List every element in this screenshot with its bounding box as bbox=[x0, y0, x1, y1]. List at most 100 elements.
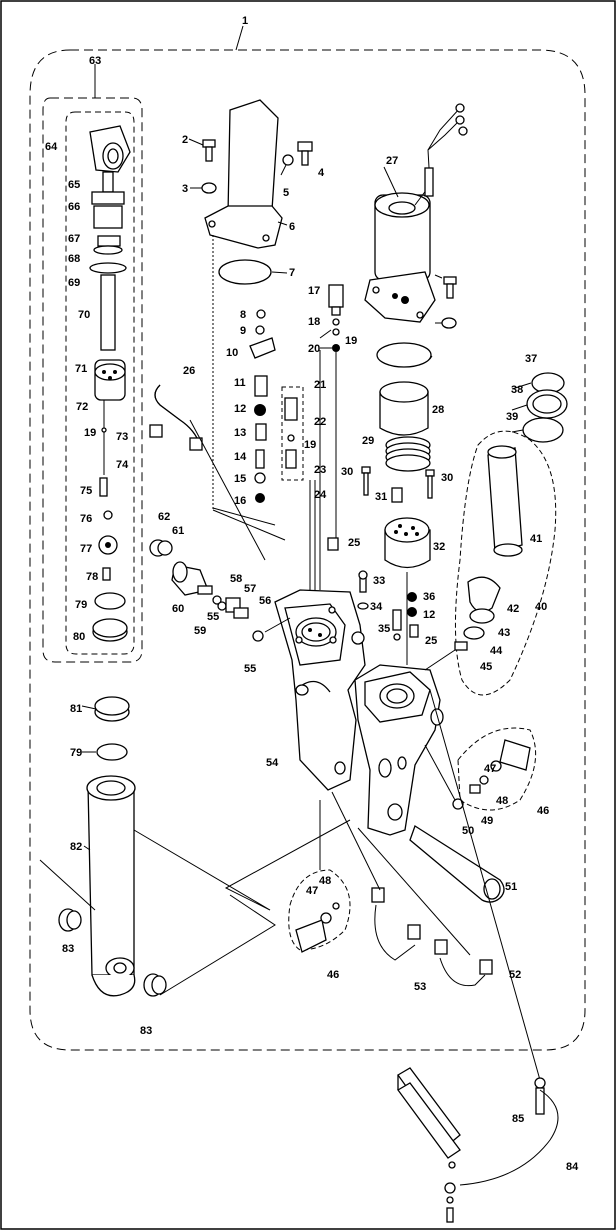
subgroup-boundary bbox=[42, 97, 143, 663]
reservoir-cover bbox=[227, 99, 279, 215]
callout-label: 13 bbox=[234, 427, 246, 439]
callout-label: 23 bbox=[314, 464, 326, 476]
callout-label: 46 bbox=[537, 805, 549, 817]
callout-label: 52 bbox=[509, 969, 521, 981]
callout-label: 3 bbox=[182, 183, 188, 195]
callout-label: 6 bbox=[289, 221, 295, 233]
callout-label: 77 bbox=[80, 543, 92, 555]
callout-label: 65 bbox=[68, 179, 80, 191]
callout-label: 25 bbox=[348, 537, 360, 549]
callout-label: 80 bbox=[73, 631, 85, 643]
callout-label: 64 bbox=[45, 141, 58, 153]
callout-label: 56 bbox=[259, 595, 271, 607]
callout-label: 75 bbox=[80, 485, 92, 497]
callout-label: 15 bbox=[234, 473, 246, 485]
callout-label: 9 bbox=[240, 325, 246, 337]
callout-label: 39 bbox=[506, 411, 518, 423]
callout-label: 42 bbox=[507, 603, 519, 615]
subgroup-boundary bbox=[65, 111, 135, 655]
callout-label: 69 bbox=[68, 277, 80, 289]
callout-label: 46 bbox=[327, 969, 339, 981]
callout-label: 43 bbox=[498, 627, 510, 639]
callout-label: 21 bbox=[314, 379, 326, 391]
callout-label: 34 bbox=[370, 601, 383, 613]
callout-label: 53 bbox=[414, 981, 426, 993]
callout-label: 38 bbox=[511, 384, 523, 396]
callout-label: 50 bbox=[462, 825, 474, 837]
callout-label: 24 bbox=[314, 489, 327, 501]
callout-label: 37 bbox=[525, 353, 537, 365]
callout-label: 58 bbox=[230, 573, 242, 585]
handle-rod bbox=[409, 825, 505, 903]
callout-label: 48 bbox=[496, 795, 508, 807]
callout-label: 71 bbox=[75, 363, 87, 375]
callout-label: 55 bbox=[244, 663, 256, 675]
callout-label: 79 bbox=[75, 599, 87, 611]
callout-label: 49 bbox=[481, 815, 493, 827]
callout-label: 70 bbox=[78, 309, 90, 321]
callout-label: 19 bbox=[304, 439, 316, 451]
callout-label: 48 bbox=[319, 875, 331, 887]
callout-label: 35 bbox=[378, 623, 390, 635]
callout-label: 11 bbox=[234, 377, 246, 389]
callout-label: 47 bbox=[484, 763, 496, 775]
callout-label: 4 bbox=[318, 167, 325, 179]
callout-label: 12 bbox=[234, 403, 246, 415]
callout-label: 51 bbox=[505, 881, 517, 893]
callout-label: 74 bbox=[116, 459, 129, 471]
callout-label: 62 bbox=[158, 511, 170, 523]
callout-label: 66 bbox=[68, 201, 80, 213]
callout-label: 79 bbox=[70, 747, 82, 759]
callout-label: 85 bbox=[512, 1113, 524, 1125]
callout-label: 82 bbox=[70, 841, 82, 853]
callout-label: 68 bbox=[68, 253, 80, 265]
callout-label: 8 bbox=[240, 309, 246, 321]
callout-label: 30 bbox=[441, 472, 453, 484]
callout-label: 55 bbox=[207, 611, 219, 623]
callout-label: 17 bbox=[308, 285, 320, 297]
callout-label: 26 bbox=[183, 365, 195, 377]
callout-label: 25 bbox=[425, 635, 437, 647]
callout-label: 5 bbox=[283, 187, 289, 199]
callout-label: 20 bbox=[308, 343, 320, 355]
callout-label: 83 bbox=[140, 1025, 152, 1037]
callout-label: 45 bbox=[480, 661, 492, 673]
callout-label: 28 bbox=[432, 404, 444, 416]
callout-label: 36 bbox=[423, 591, 435, 603]
callout-label: 57 bbox=[244, 583, 256, 595]
callout-label: 83 bbox=[62, 943, 74, 955]
callout-label: 18 bbox=[308, 316, 320, 328]
callout-label: 67 bbox=[68, 233, 80, 245]
callout-label: 78 bbox=[86, 571, 98, 583]
callout-label: 76 bbox=[80, 513, 92, 525]
callout-label: 7 bbox=[289, 267, 295, 279]
callout-label: 59 bbox=[194, 625, 206, 637]
callout-label: 19 bbox=[84, 427, 96, 439]
callout-label: 10 bbox=[226, 347, 238, 359]
callout-label: 72 bbox=[76, 401, 88, 413]
callout-label: 12 bbox=[423, 609, 435, 621]
callout-label: 27 bbox=[386, 155, 398, 167]
callout-label: 40 bbox=[535, 601, 547, 613]
callout-label: 33 bbox=[373, 575, 385, 587]
callout-label: 61 bbox=[172, 525, 184, 537]
callout-label: 60 bbox=[172, 603, 184, 615]
callout-label: 41 bbox=[530, 533, 542, 545]
callout-label: 32 bbox=[433, 541, 445, 553]
callout-label: 31 bbox=[375, 491, 387, 503]
callout-label: 81 bbox=[70, 703, 82, 715]
callout-label: 22 bbox=[314, 416, 326, 428]
callout-label: 1 bbox=[242, 15, 248, 27]
piston-rod bbox=[100, 274, 116, 351]
callout-label: 29 bbox=[362, 435, 374, 447]
callout-label: 16 bbox=[234, 495, 246, 507]
callout-label: 19 bbox=[345, 335, 357, 347]
callout-label: 73 bbox=[116, 431, 128, 443]
callout-label: 30 bbox=[341, 466, 353, 478]
callout-label: 54 bbox=[266, 757, 279, 769]
callout-label: 2 bbox=[182, 134, 188, 146]
callout-label: 44 bbox=[490, 645, 503, 657]
